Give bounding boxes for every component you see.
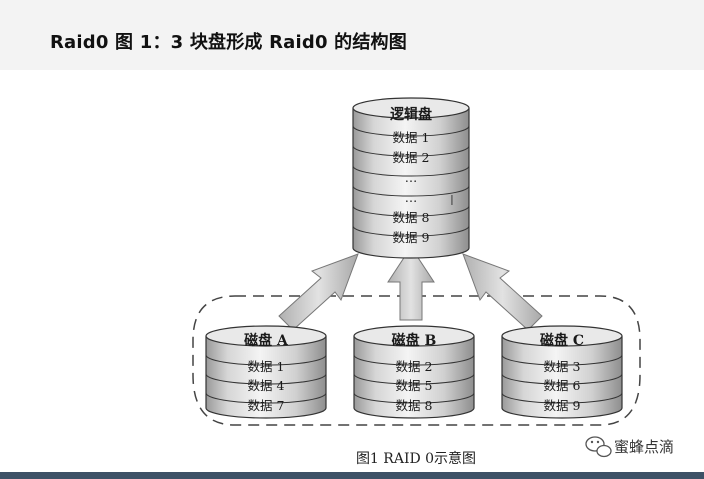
arrow-a-to-logical <box>278 253 359 331</box>
header-bar: Raid0 图 1：3 块盘形成 Raid0 的结构图 <box>0 0 704 70</box>
wechat-icon <box>585 436 612 458</box>
logical-disk-row: … <box>405 170 418 185</box>
arrow-b-to-logical <box>387 246 435 321</box>
logical-disk-row: 数据 1 <box>393 130 430 145</box>
figure-caption: 图1 RAID 0示意图 <box>356 450 476 467</box>
logical-disk-label: 逻辑盘 <box>390 106 432 123</box>
disk-c: 磁盘 C 数据 3 数据 6 数据 9 <box>501 325 623 419</box>
page-title: Raid0 图 1：3 块盘形成 Raid0 的结构图 <box>50 32 407 53</box>
logical-disk-row: 数据 2 <box>393 150 430 165</box>
disk-b-row: 数据 2 <box>396 359 433 374</box>
disk-a-row: 数据 7 <box>248 398 285 413</box>
disk-a-row: 数据 1 <box>248 359 285 374</box>
logical-disk: 逻辑盘 数据 1 数据 2 … … 数据 8 数据 9 <box>352 97 470 259</box>
disk-c-row: 数据 9 <box>544 398 581 413</box>
disk-a: 磁盘 A 数据 1 数据 4 数据 7 <box>205 325 327 419</box>
disk-b: 磁盘 B 数据 2 数据 5 数据 8 <box>353 325 475 419</box>
disk-b-row: 数据 8 <box>396 398 433 413</box>
disk-a-row: 数据 4 <box>248 378 285 393</box>
bottom-bar <box>0 472 704 479</box>
logical-disk-row: 数据 9 <box>393 230 430 245</box>
disk-c-label: 磁盘 C <box>540 332 584 349</box>
disk-b-label: 磁盘 B <box>392 332 437 349</box>
disk-c-row: 数据 6 <box>544 378 581 393</box>
disk-group-outline <box>192 295 641 426</box>
watermark-text: 蜜蜂点滴 <box>614 438 674 456</box>
logical-disk-row: … <box>405 190 418 205</box>
watermark: 蜜蜂点滴 <box>585 436 674 458</box>
logical-disk-row: 数据 8 <box>393 210 430 225</box>
text-cursor-icon: I <box>450 194 454 209</box>
disk-a-label: 磁盘 A <box>244 332 289 349</box>
arrow-c-to-logical <box>462 253 543 331</box>
disk-b-row: 数据 5 <box>396 378 433 393</box>
disk-c-row: 数据 3 <box>544 359 581 374</box>
